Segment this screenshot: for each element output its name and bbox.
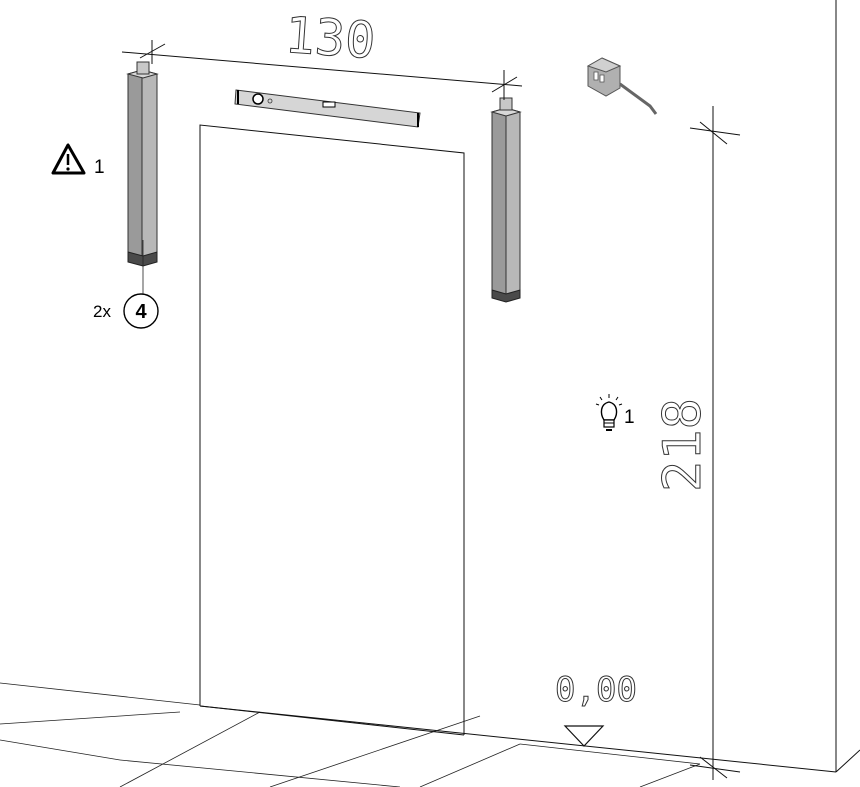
floor-tiles <box>0 682 837 787</box>
part-number: 4 <box>135 301 147 323</box>
height-dimension <box>689 106 741 780</box>
part-number-badge <box>123 293 159 329</box>
left-jamb <box>126 61 159 294</box>
tip-ref: 1 <box>624 407 635 428</box>
width-dimension <box>121 40 523 100</box>
wall-edge <box>835 0 860 773</box>
width-label: 130 <box>283 6 377 70</box>
door-opening <box>199 124 465 736</box>
tape-measure-icon <box>586 57 658 115</box>
warning-ref: 1 <box>94 157 105 178</box>
floor-level-marker-icon <box>563 725 605 747</box>
height-label: 218 <box>653 398 713 492</box>
right-jamb <box>490 97 522 303</box>
floor-level-label: 0,00 <box>555 670 637 710</box>
spirit-level-icon <box>234 89 421 128</box>
warning-icon <box>51 143 86 175</box>
lightbulb-icon <box>595 394 623 431</box>
part-quantity: 2x <box>93 302 111 321</box>
